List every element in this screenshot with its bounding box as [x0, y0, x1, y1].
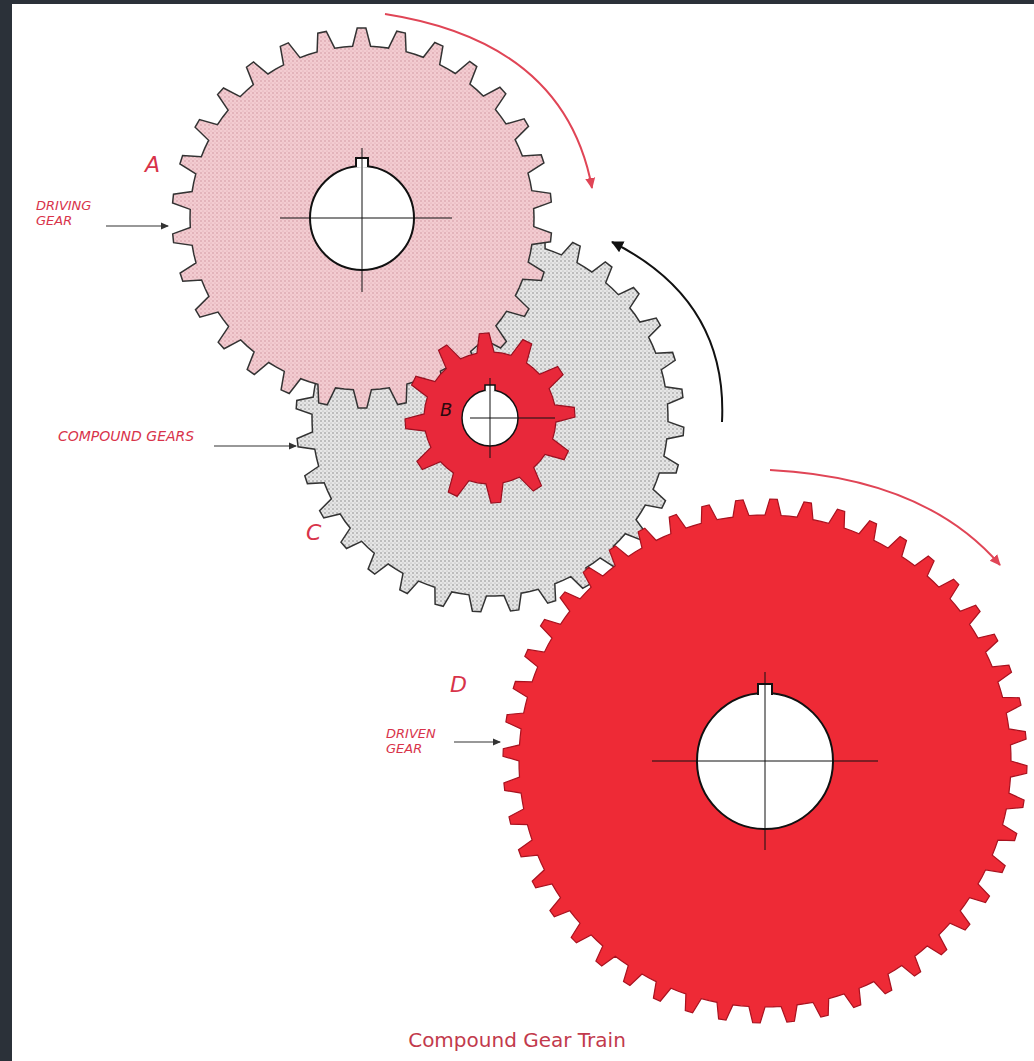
part-letter: A — [145, 152, 160, 177]
part-label: DRIVEN GEAR — [386, 727, 456, 757]
driven-gear-d — [503, 499, 1027, 1023]
part-label: DRIVING GEAR — [36, 199, 108, 229]
figure-caption: Compound Gear Train — [0, 1028, 1034, 1052]
part-letter: D — [450, 672, 467, 697]
frame-strip — [0, 0, 1034, 4]
leader-line — [214, 445, 296, 446]
driving-gear-a — [173, 28, 552, 408]
compound-gear-b — [405, 333, 575, 503]
leader-line — [454, 741, 500, 742]
centre-line — [280, 218, 452, 219]
part-letter: C — [306, 520, 321, 545]
rotation-arrow — [770, 470, 1000, 565]
centre-line — [490, 378, 491, 458]
centre-line — [470, 418, 555, 419]
leader-line — [106, 225, 168, 226]
rotation-arrow — [612, 242, 722, 422]
part-letter: B — [440, 400, 452, 421]
part-label: COMPOUND GEARS — [58, 428, 194, 444]
centre-line — [362, 148, 363, 292]
rotation-arrow — [385, 14, 592, 188]
frame-strip — [0, 0, 12, 1061]
centre-line — [765, 672, 766, 850]
